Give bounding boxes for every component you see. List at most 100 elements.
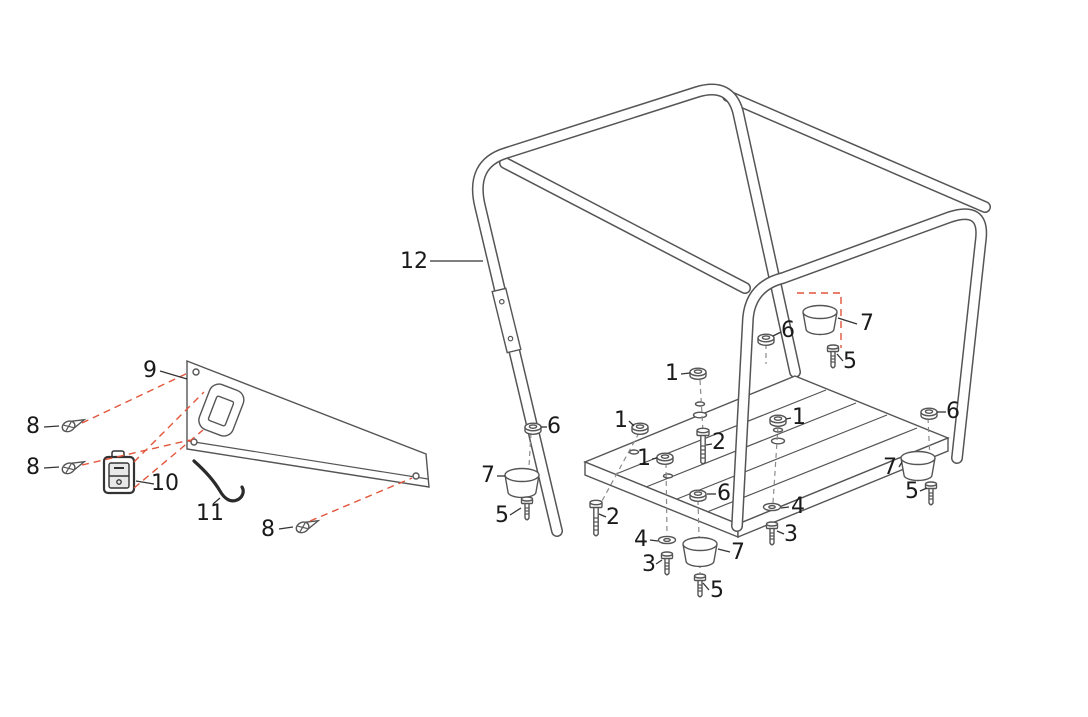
washer	[762, 502, 782, 512]
tube-fill	[732, 209, 986, 531]
panel-screw	[59, 414, 87, 435]
alignment-dashed-corner	[797, 292, 842, 348]
platform-front-edge	[737, 436, 949, 539]
panel-screw-hole	[192, 368, 200, 376]
frame-left-hoop	[471, 83, 801, 537]
callout-12: 12	[400, 249, 428, 274]
side-panel	[186, 359, 430, 488]
platform-rail	[615, 389, 827, 475]
mount-hole	[628, 449, 640, 455]
long-bolt	[589, 499, 603, 537]
callout-5: 5	[710, 578, 724, 603]
tube-fill	[473, 85, 800, 536]
leader-line	[43, 425, 60, 428]
weld-nut	[920, 407, 938, 420]
callout-5: 5	[905, 479, 919, 504]
leader-line	[212, 497, 221, 505]
callout-1: 1	[614, 408, 628, 433]
assembly-axis-line	[927, 417, 932, 482]
assembly-axis-line	[697, 499, 701, 574]
callout-6: 6	[717, 481, 731, 506]
rubber-foot	[682, 536, 718, 568]
weld-nut	[757, 333, 775, 346]
callout-9: 9	[143, 358, 157, 383]
assembly-axis-line	[665, 462, 668, 536]
alignment-dashed-line	[309, 477, 413, 522]
callout-6: 6	[547, 414, 561, 439]
flange-nut	[689, 367, 707, 380]
short-bolt	[765, 521, 779, 546]
callout-7: 7	[860, 311, 874, 336]
callout-8: 8	[26, 455, 40, 480]
callout-7: 7	[883, 455, 897, 480]
frame-top-rear-bar	[722, 90, 991, 213]
alignment-dashed-line	[133, 429, 204, 489]
flange-nut	[656, 452, 674, 465]
leader-line	[780, 506, 790, 509]
rubber-foot	[802, 304, 838, 336]
callouts: 12 9 8 8 8 10 11 1 1 1 1 2 2 6 6 6 6 7 7…	[26, 249, 960, 603]
callout-3: 3	[642, 552, 656, 577]
foot-bolt	[520, 496, 534, 521]
washer	[657, 535, 677, 545]
leader-line	[898, 461, 903, 468]
weld-nut	[689, 489, 707, 502]
assembly-axis-line	[772, 425, 779, 504]
foot-bolt	[924, 481, 938, 506]
plate-hole	[507, 335, 514, 342]
switch-off-mark	[116, 479, 122, 485]
callout-1: 1	[665, 361, 679, 386]
leader-line	[772, 331, 782, 337]
callout-8: 8	[26, 414, 40, 439]
frame-base-platform	[583, 375, 950, 539]
wire-clip	[192, 459, 245, 503]
callout-1: 1	[792, 405, 806, 430]
leader-line	[680, 372, 691, 375]
callout-11: 11	[196, 501, 224, 526]
foot-bolt	[826, 344, 840, 369]
alignment-dashed-line	[81, 371, 191, 424]
callout-1: 1	[637, 446, 651, 471]
callout-8: 8	[261, 517, 275, 542]
callout-7: 7	[481, 463, 495, 488]
leader-line	[135, 480, 155, 485]
leader-line	[837, 317, 858, 325]
leader-lines	[43, 260, 946, 591]
alignment-dashed-line	[81, 439, 191, 466]
panel-screw	[59, 456, 87, 477]
leader-line	[776, 530, 785, 535]
leader-line	[628, 420, 635, 427]
panel-screw-hole	[190, 438, 198, 446]
rubber-foot	[900, 450, 936, 482]
assembly-axis-line	[601, 432, 640, 502]
leader-line	[655, 559, 663, 565]
foot-bolt	[693, 573, 707, 598]
panel-switch-cutout	[198, 383, 245, 437]
callout-7: 7	[731, 540, 745, 565]
leader-line	[836, 353, 844, 362]
leader-line	[278, 526, 294, 530]
short-bolt	[660, 551, 674, 576]
rubber-foot	[504, 467, 540, 499]
callout-5: 5	[495, 503, 509, 528]
platform-rail	[645, 402, 857, 488]
callout-2: 2	[606, 505, 620, 530]
callout-6: 6	[781, 318, 795, 343]
frame-weldment	[471, 83, 991, 539]
alignment-lines	[81, 292, 842, 522]
flange-nut	[769, 414, 787, 427]
leader-line	[43, 466, 60, 469]
panel-body	[186, 359, 430, 488]
panel-screw-hole	[412, 472, 420, 480]
callout-2: 2	[712, 430, 726, 455]
frame-top-front-bar	[499, 157, 751, 294]
mount-hole-washer	[770, 437, 786, 445]
leader-line	[649, 539, 659, 542]
flange-nut	[631, 422, 649, 435]
callout-6: 6	[946, 399, 960, 424]
alignment-dashed-line	[133, 391, 205, 463]
mount-hole-washer	[692, 411, 708, 419]
assembly-axes	[526, 344, 932, 574]
